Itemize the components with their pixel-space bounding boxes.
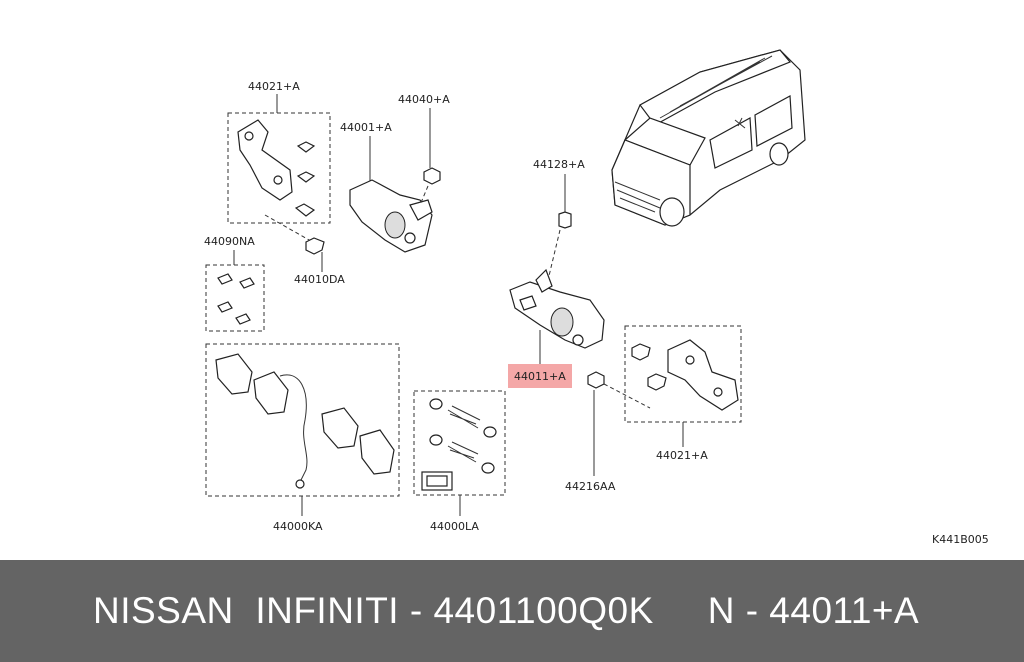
label-pad-kit: 44000KA <box>273 520 323 533</box>
label-bolt-bleeder: 44040+A <box>398 93 450 106</box>
van-illustration <box>611 49 806 227</box>
label-bolt-left: 44010DA <box>294 273 345 286</box>
caliper-part-main <box>509 268 605 349</box>
label-bolt-right: 44216AA <box>565 480 616 493</box>
bolt-left-part <box>305 237 325 255</box>
repair-kit-part <box>421 398 497 491</box>
caliper-part-left <box>349 179 433 253</box>
label-clip-kit: 44090NA <box>204 235 255 248</box>
bleeder-bolt-part <box>419 167 441 206</box>
label-bracket-top: 44021+A <box>248 80 300 93</box>
label-sensor: 44128+A <box>533 158 585 171</box>
caliper-highlight <box>508 364 572 388</box>
label-caliper-main[interactable]: 44011+A <box>514 370 566 383</box>
bracket-part-top <box>237 119 316 217</box>
bracket-part-right <box>631 339 739 411</box>
bolt-right-part <box>587 371 605 389</box>
label-caliper-left: 44001+A <box>340 121 392 134</box>
brake-pads-part <box>215 353 395 489</box>
figure-code: K441B005 <box>932 533 989 546</box>
clip-parts <box>217 273 255 325</box>
footer-part-number: NISSAN INFINITI - 4401100Q0K N - 44011+A <box>93 590 920 631</box>
parts-diagram: 44021+A 44001+A 44040+A 44010DA 44090NA <box>204 49 989 546</box>
label-bracket-right: 44021+A <box>656 449 708 462</box>
sensor-part <box>547 211 572 281</box>
footer-bar: NISSAN INFINITI - 4401100Q0K N - 44011+A <box>0 560 1024 662</box>
label-repair-kit: 44000LA <box>430 520 479 533</box>
